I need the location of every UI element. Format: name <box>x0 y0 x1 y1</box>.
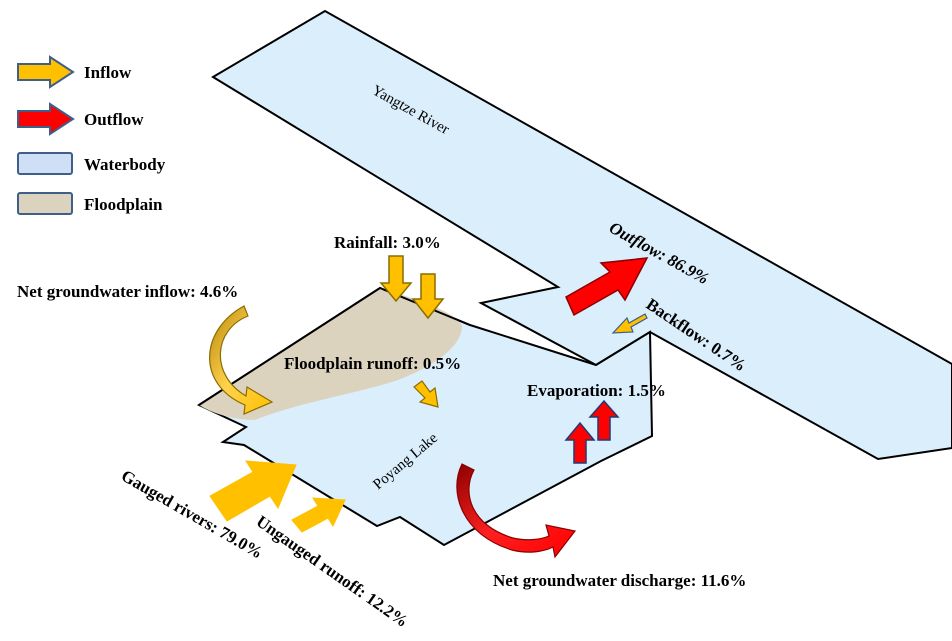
legend-waterbody-label: Waterbody <box>84 155 166 174</box>
floodplain-runoff-arrow <box>413 380 439 408</box>
legend-inflow-label: Inflow <box>84 63 132 82</box>
evaporation-label: Evaporation: 1.5% <box>527 381 666 400</box>
backflow-arrow <box>611 313 648 334</box>
net-groundwater-discharge-label: Net groundwater discharge: 11.6% <box>493 571 746 590</box>
ungauged-runoff-label: Ungauged runoff: 12.2% <box>253 512 412 631</box>
floodplain-edge <box>198 286 471 406</box>
ungauged-runoff-arrow <box>291 497 346 533</box>
groundwater-discharge-arrow <box>456 463 577 559</box>
legend-outflow-label: Outflow <box>84 110 144 129</box>
outflow-arrow-body <box>565 257 649 317</box>
legend: Inflow Outflow Waterbody Floodplain <box>17 55 166 215</box>
rainfall-arrow-1 <box>379 255 413 303</box>
legend-inflow-arrow <box>17 55 75 89</box>
legend-floodplain-swatch <box>17 192 73 215</box>
rainfall-label: Rainfall: 3.0% <box>334 233 441 252</box>
evaporation-arrow-1 <box>564 421 596 464</box>
gauged-rivers-arrow <box>209 460 297 522</box>
legend-floodplain-label: Floodplain <box>84 195 163 214</box>
floodplain-shape <box>199 288 462 420</box>
net-groundwater-inflow-label: Net groundwater inflow: 4.6% <box>17 282 238 301</box>
yangtze-river-shape <box>211 9 952 461</box>
evaporation-arrow-2 <box>588 399 620 441</box>
floodplain-runoff-label: Floodplain runoff: 0.5% <box>284 354 461 373</box>
groundwater-inflow-arrow <box>209 305 274 415</box>
legend-outflow-arrow <box>17 102 75 136</box>
rainfall-arrow-2 <box>411 273 445 320</box>
legend-waterbody-swatch <box>17 152 73 175</box>
